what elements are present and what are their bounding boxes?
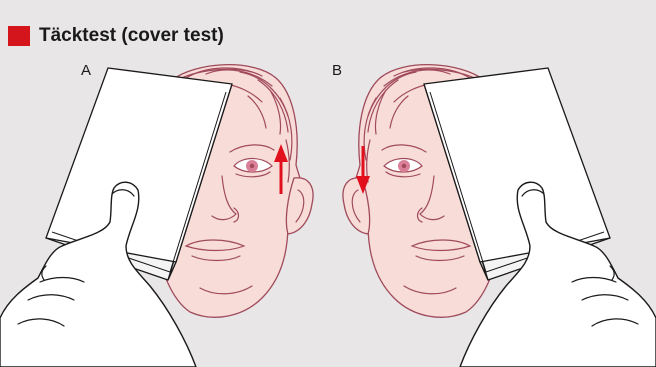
panel-a bbox=[0, 65, 313, 367]
panel-b bbox=[343, 65, 656, 367]
